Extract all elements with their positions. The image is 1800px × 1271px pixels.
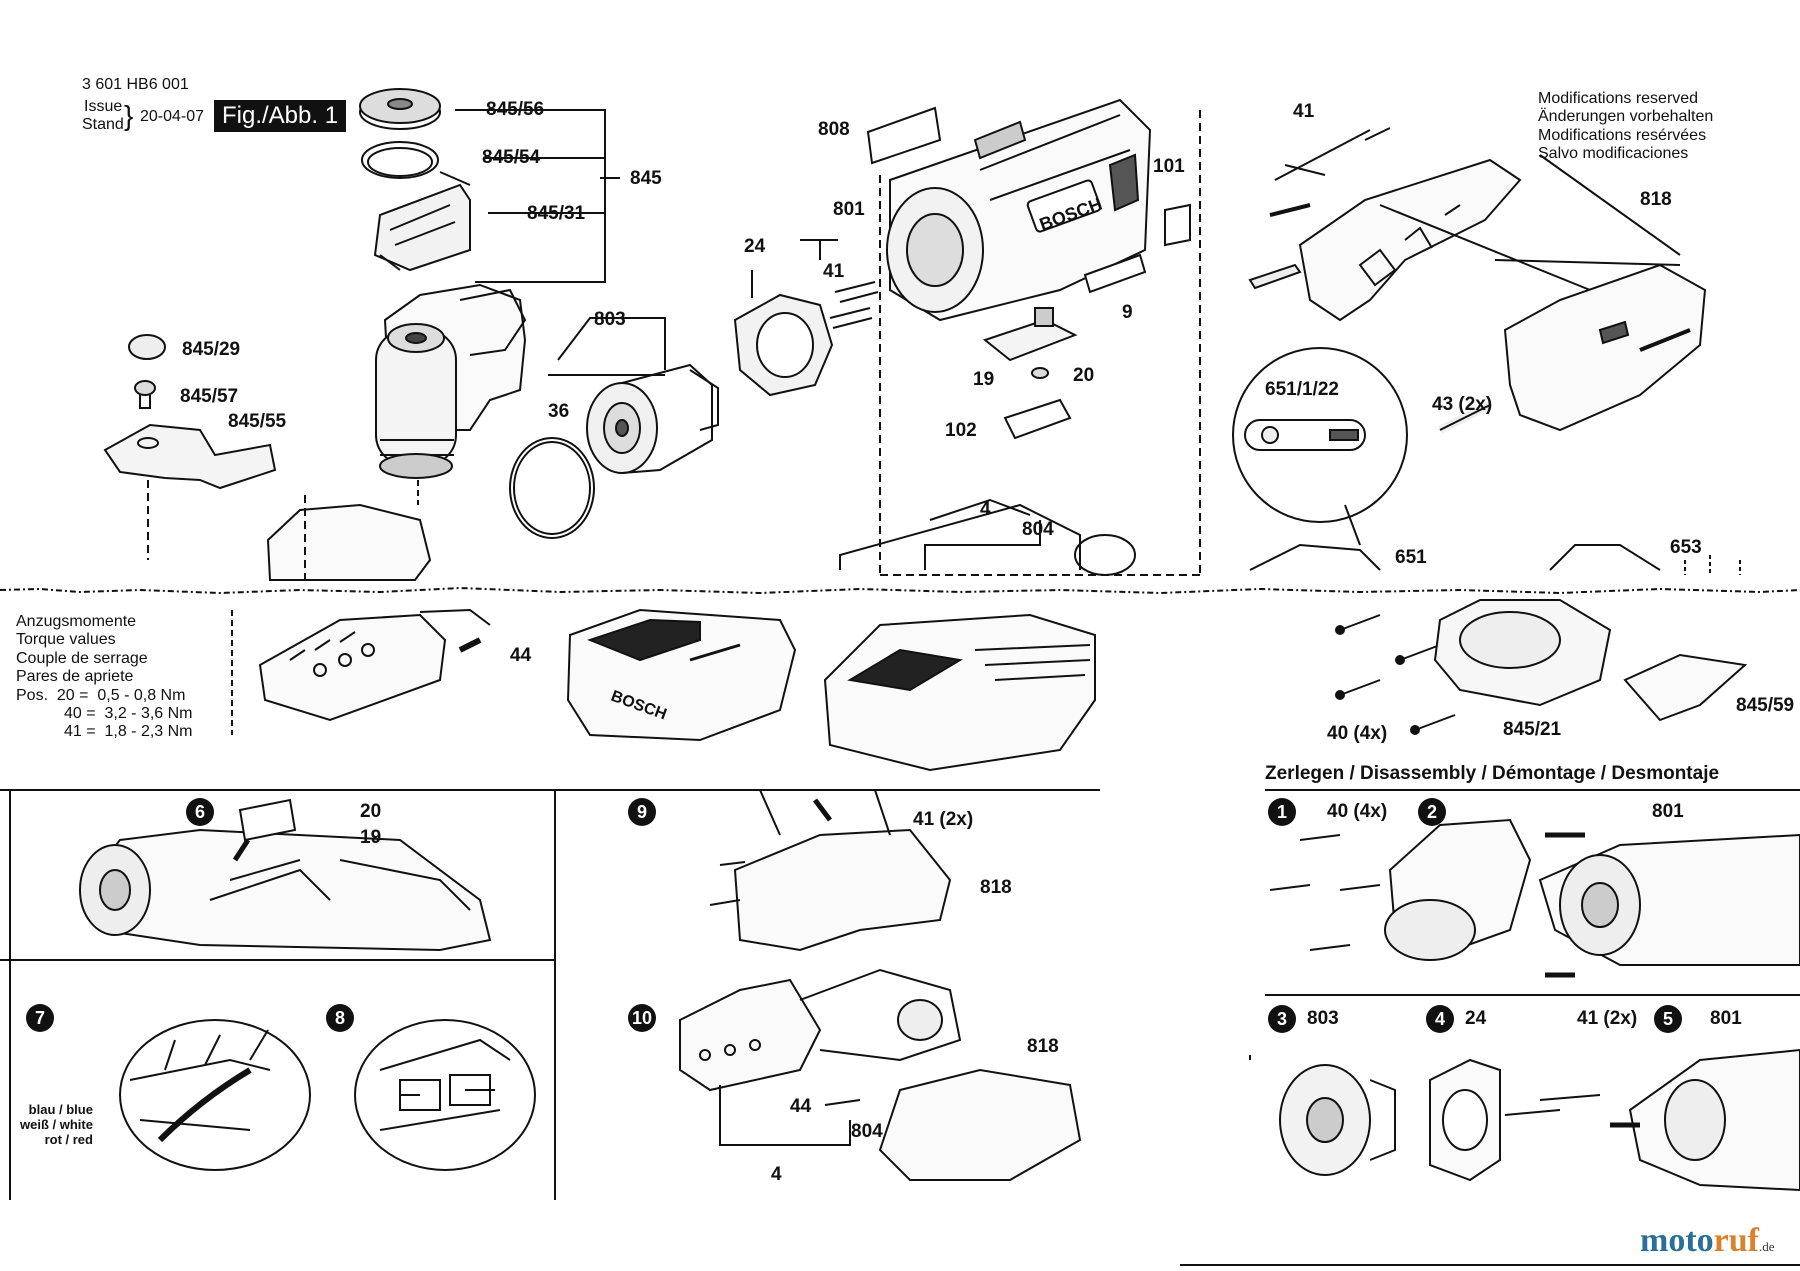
label-653: 653 — [1670, 537, 1702, 558]
step5-label-801: 801 — [1710, 1008, 1742, 1029]
label-808: 808 — [818, 119, 850, 140]
step-badge-9: 9 — [628, 798, 656, 826]
step-badge-5: 5 — [1654, 1005, 1682, 1033]
figure-label: Fig./Abb. 1 — [214, 100, 347, 132]
label-4: 4 — [980, 499, 991, 520]
step10-label-4: 4 — [771, 1164, 782, 1185]
label-845-54: 845/54 — [482, 147, 541, 168]
label-845-29: 845/29 — [182, 339, 241, 360]
torque-title: Pares de apriete — [16, 668, 134, 686]
disassembly-heading: Zerlegen / Disassembly / Démontage / Des… — [1265, 763, 1720, 784]
step2-label-801: 801 — [1652, 801, 1684, 822]
notice-line: Modifications resérvées — [1538, 126, 1707, 144]
step3-label-803: 803 — [1307, 1008, 1339, 1029]
label-845-55: 845/55 — [228, 411, 287, 432]
label-845-31: 845/31 — [527, 203, 586, 224]
step10-label-818: 818 — [1027, 1036, 1059, 1057]
torque-table: Anzugsmomente Torque values Couple de se… — [16, 613, 193, 742]
step-badge-10: 10 — [628, 1004, 656, 1032]
step9-label-41-2x: 41 (2x) — [913, 809, 974, 830]
step6-label-19: 19 — [360, 827, 382, 848]
torque-row: 41 = 1,8 - 2,3 Nm — [64, 723, 193, 741]
label-651-1-22: 651/1/22 — [1265, 379, 1339, 400]
label-845: 845 — [630, 168, 662, 189]
step10-label-44: 44 — [790, 1096, 812, 1117]
step-badge-3: 3 — [1268, 1005, 1296, 1033]
label-845-59: 845/59 — [1736, 695, 1795, 716]
label-43-2x: 43 (2x) — [1432, 394, 1493, 415]
brace-icon: } — [124, 100, 134, 131]
torque-row: Pos. 20 = 0,5 - 0,8 Nm — [16, 686, 186, 704]
issue-date: 20-04-07 — [140, 108, 205, 125]
label-803: 803 — [594, 309, 626, 330]
label-9: 9 — [1122, 302, 1133, 323]
step-badge-1: 1 — [1268, 798, 1296, 826]
issue-label: Issue — [84, 98, 123, 115]
step4-label-24: 24 — [1465, 1008, 1487, 1029]
part-number: 3 601 HB6 001 — [82, 76, 189, 93]
label-818: 818 — [1640, 189, 1672, 210]
label-804: 804 — [1022, 519, 1054, 540]
step-badge-2: 2 — [1418, 798, 1446, 826]
modifications-notice: Modifications reserved Änderungen vorbeh… — [1538, 90, 1713, 164]
torque-row: 40 = 3,2 - 3,6 Nm — [64, 704, 193, 722]
label-36: 36 — [548, 401, 570, 422]
torque-title: Torque values — [16, 631, 116, 649]
step-badge-4: 4 — [1426, 1005, 1454, 1033]
label-845-56: 845/56 — [486, 99, 545, 120]
step1-label-40-4x: 40 (4x) — [1327, 801, 1388, 822]
step9-label-818: 818 — [980, 877, 1012, 898]
wire-color-legend: blau / blue weiß / white rot / red — [20, 1102, 93, 1148]
label-845-21: 845/21 — [1503, 719, 1562, 740]
step4-label-41-2x: 41 (2x) — [1577, 1008, 1638, 1029]
notice-line: Änderungen vorbehalten — [1538, 108, 1714, 126]
label-24: 24 — [744, 236, 766, 257]
label-41: 41 — [823, 261, 845, 282]
step10-label-804: 804 — [851, 1121, 883, 1142]
wire-color-red: rot / red — [44, 1131, 93, 1147]
label-102: 102 — [945, 420, 977, 441]
torque-title: Anzugsmomente — [16, 613, 137, 630]
label-19: 19 — [973, 369, 995, 390]
step-badge-7: 7 — [26, 1004, 54, 1032]
label-651: 651 — [1395, 547, 1427, 568]
step-badge-8: 8 — [326, 1004, 354, 1032]
wire-color-white: weiß / white — [20, 1116, 93, 1132]
step-badge-6: 6 — [186, 798, 214, 826]
label-40-4x: 40 (4x) — [1327, 723, 1388, 744]
label-801: 801 — [833, 199, 865, 220]
motoruf-logo: motoruf.de — [1640, 1222, 1775, 1259]
step6-label-20: 20 — [360, 801, 382, 822]
label-41-right: 41 — [1293, 101, 1315, 122]
wire-color-blue: blau / blue — [28, 1102, 93, 1117]
stand-label: Stand — [82, 116, 124, 133]
torque-title: Couple de serrage — [16, 649, 148, 667]
label-101: 101 — [1153, 156, 1185, 177]
label-20: 20 — [1073, 365, 1095, 386]
notice-line: Salvo modificaciones — [1538, 145, 1689, 163]
label-845-57: 845/57 — [180, 386, 239, 407]
label-44: 44 — [510, 645, 532, 666]
notice-line: Modifications reserved — [1538, 90, 1699, 107]
